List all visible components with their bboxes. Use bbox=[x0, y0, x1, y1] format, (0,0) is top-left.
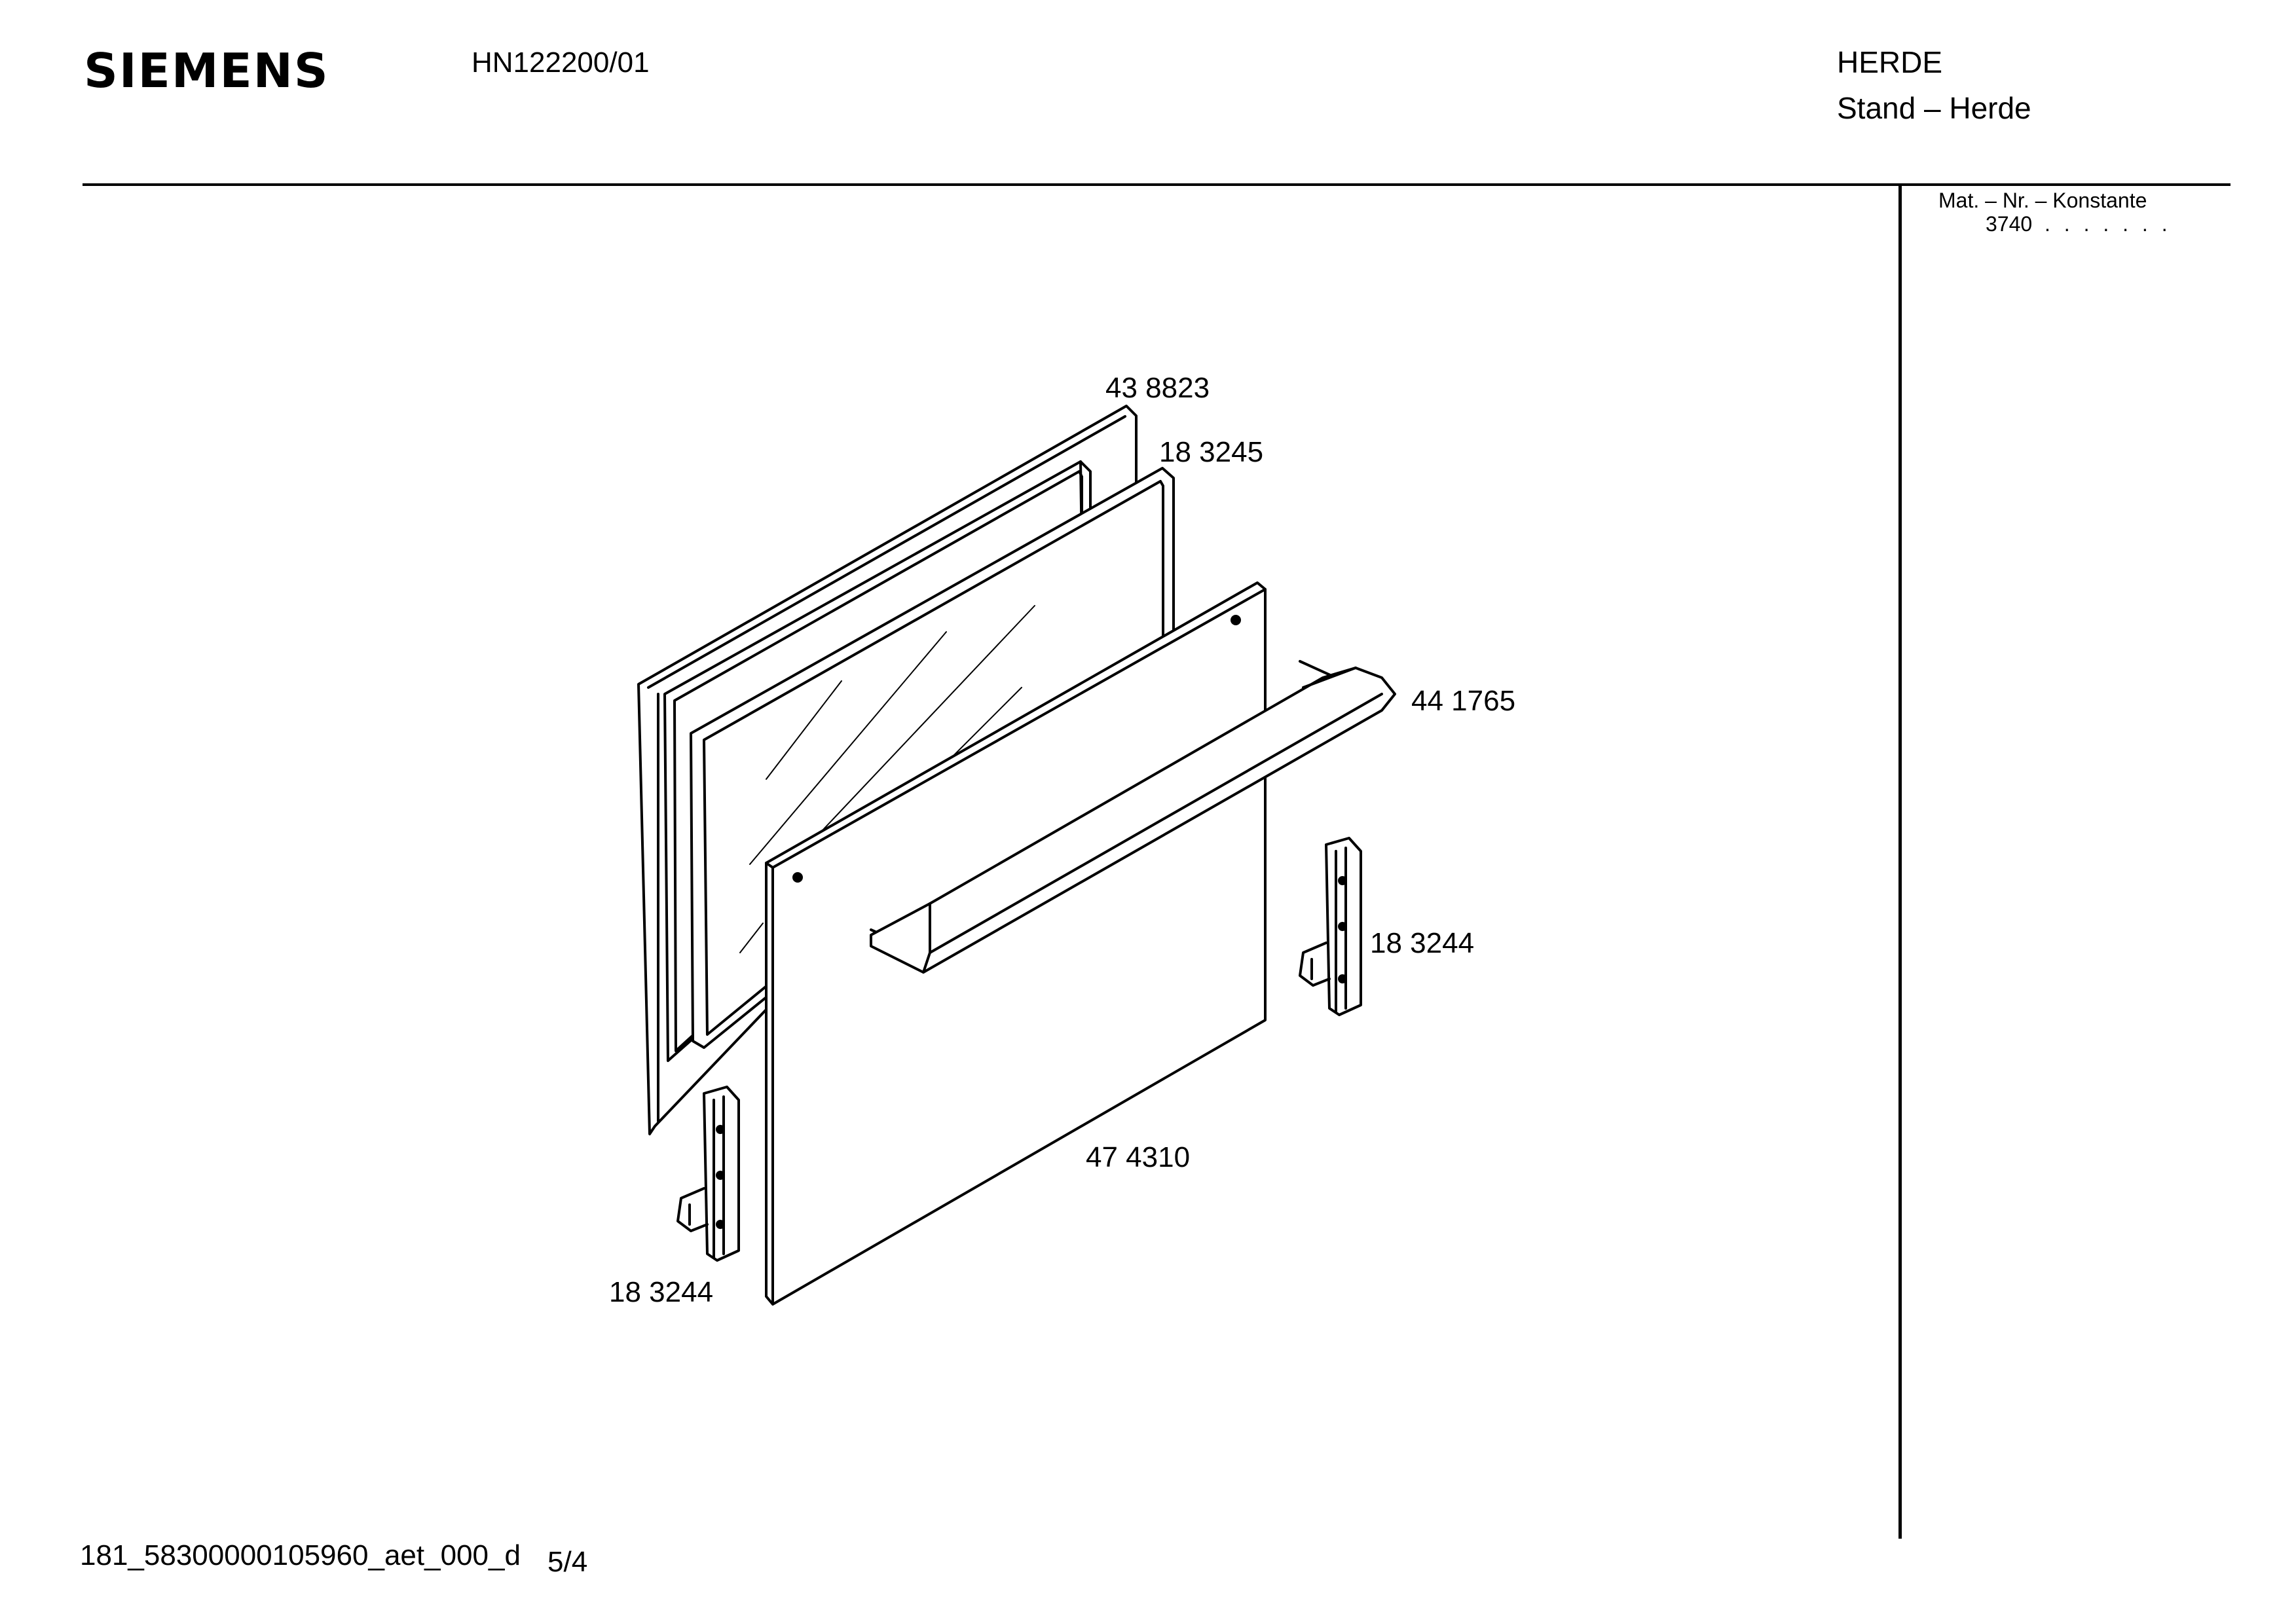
label-inner-glass: 18 3245 bbox=[1159, 436, 1263, 468]
material-number-dots: . . . . . . . bbox=[2045, 212, 2172, 236]
label-handle: 44 1765 bbox=[1411, 685, 1515, 717]
outer-panel-part bbox=[765, 581, 1267, 1306]
subcategory-title: Stand – Herde bbox=[1837, 91, 2031, 125]
exploded-door-diagram: 43 8823 18 3245 44 1765 18 3244 47 4310 … bbox=[609, 372, 1515, 1308]
brand-logo: SIEMENS bbox=[84, 43, 329, 98]
document-id: 181_58300000105960_aet_000_d bbox=[80, 1539, 521, 1571]
sidebar-divider bbox=[1898, 186, 1902, 1539]
page-number: 5/4 bbox=[547, 1546, 588, 1578]
header-divider bbox=[83, 183, 2231, 186]
model-number: HN122200/01 bbox=[472, 46, 650, 79]
label-hinge-right: 18 3244 bbox=[1370, 927, 1474, 959]
material-number-value: 3740 bbox=[1986, 212, 2033, 236]
handle-part bbox=[870, 660, 1396, 974]
label-door-frame: 43 8823 bbox=[1105, 372, 1210, 404]
material-number-label: Mat. – Nr. – Konstante bbox=[1938, 189, 2147, 212]
category-title: HERDE bbox=[1837, 45, 1943, 79]
label-outer-panel: 47 4310 bbox=[1086, 1141, 1190, 1173]
hinge-left-part bbox=[676, 1086, 740, 1262]
label-hinge-left: 18 3244 bbox=[609, 1276, 713, 1308]
hinge-right-part bbox=[1299, 837, 1362, 1016]
